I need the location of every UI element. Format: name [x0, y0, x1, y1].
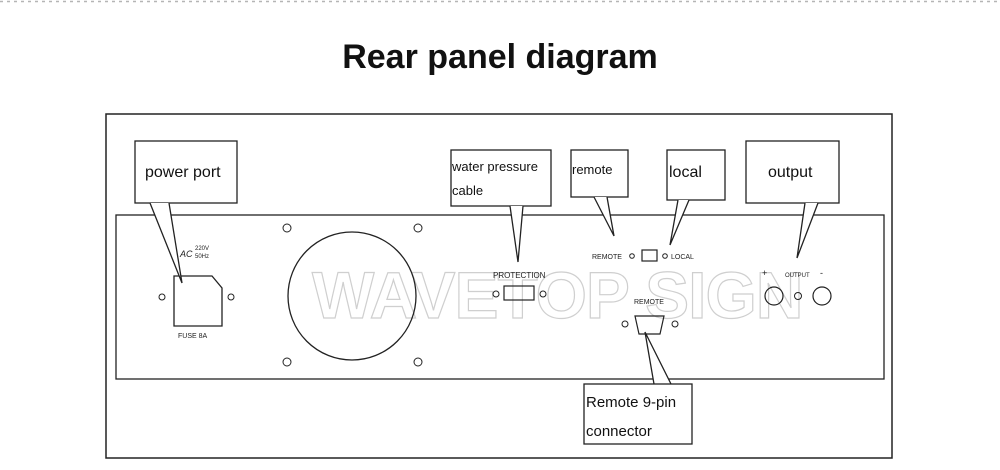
protection-connector — [492, 285, 547, 301]
power-port-label: power port — [145, 164, 221, 181]
fuse-label: FUSE 8A — [178, 333, 208, 340]
rear-panel-body — [115, 214, 885, 380]
output-plus-sign: + — [762, 268, 767, 278]
remote-indicator — [629, 253, 635, 259]
output-minus-sign: - — [820, 268, 823, 278]
protection-label: PROTECTION — [493, 271, 546, 280]
output-terminals — [764, 286, 832, 306]
voltage-label: 220V — [195, 246, 209, 252]
remote-switch-label: REMOTE — [592, 254, 622, 261]
water-pressure-label-line2: cable — [452, 183, 483, 198]
remote-port-label: REMOTE — [634, 299, 664, 306]
page-title: Rear panel diagram — [342, 38, 658, 76]
output-callout-label: output — [768, 164, 813, 181]
water-pressure-label-line1: water pressure — [451, 159, 538, 174]
remote-local-switch — [641, 249, 658, 262]
output-panel-label: OUTPUT — [785, 273, 810, 279]
water-pressure-callout — [450, 149, 552, 263]
frequency-label: 50Hz — [195, 254, 209, 260]
ac-label: AC — [179, 249, 193, 259]
outer-frame — [105, 113, 893, 459]
watermark-text: WAVETOP SIGN — [312, 258, 802, 332]
local-callout — [666, 149, 726, 246]
local-callout-label: local — [669, 164, 702, 181]
remote-9pin-label-line2: connector — [586, 423, 652, 440]
cooling-fan — [282, 223, 423, 367]
power-port-callout — [134, 140, 238, 284]
remote-9pin-label-line1: Remote 9-pin — [586, 394, 676, 411]
top-dashed-divider — [0, 0, 1000, 3]
local-indicator — [662, 253, 668, 259]
remote-9pin-port — [621, 315, 679, 335]
output-callout — [745, 140, 840, 259]
power-socket — [158, 275, 235, 327]
remote-9pin-callout — [583, 331, 693, 445]
remote-callout-label: remote — [572, 162, 612, 177]
local-switch-label: LOCAL — [671, 254, 694, 261]
remote-callout — [570, 149, 629, 237]
